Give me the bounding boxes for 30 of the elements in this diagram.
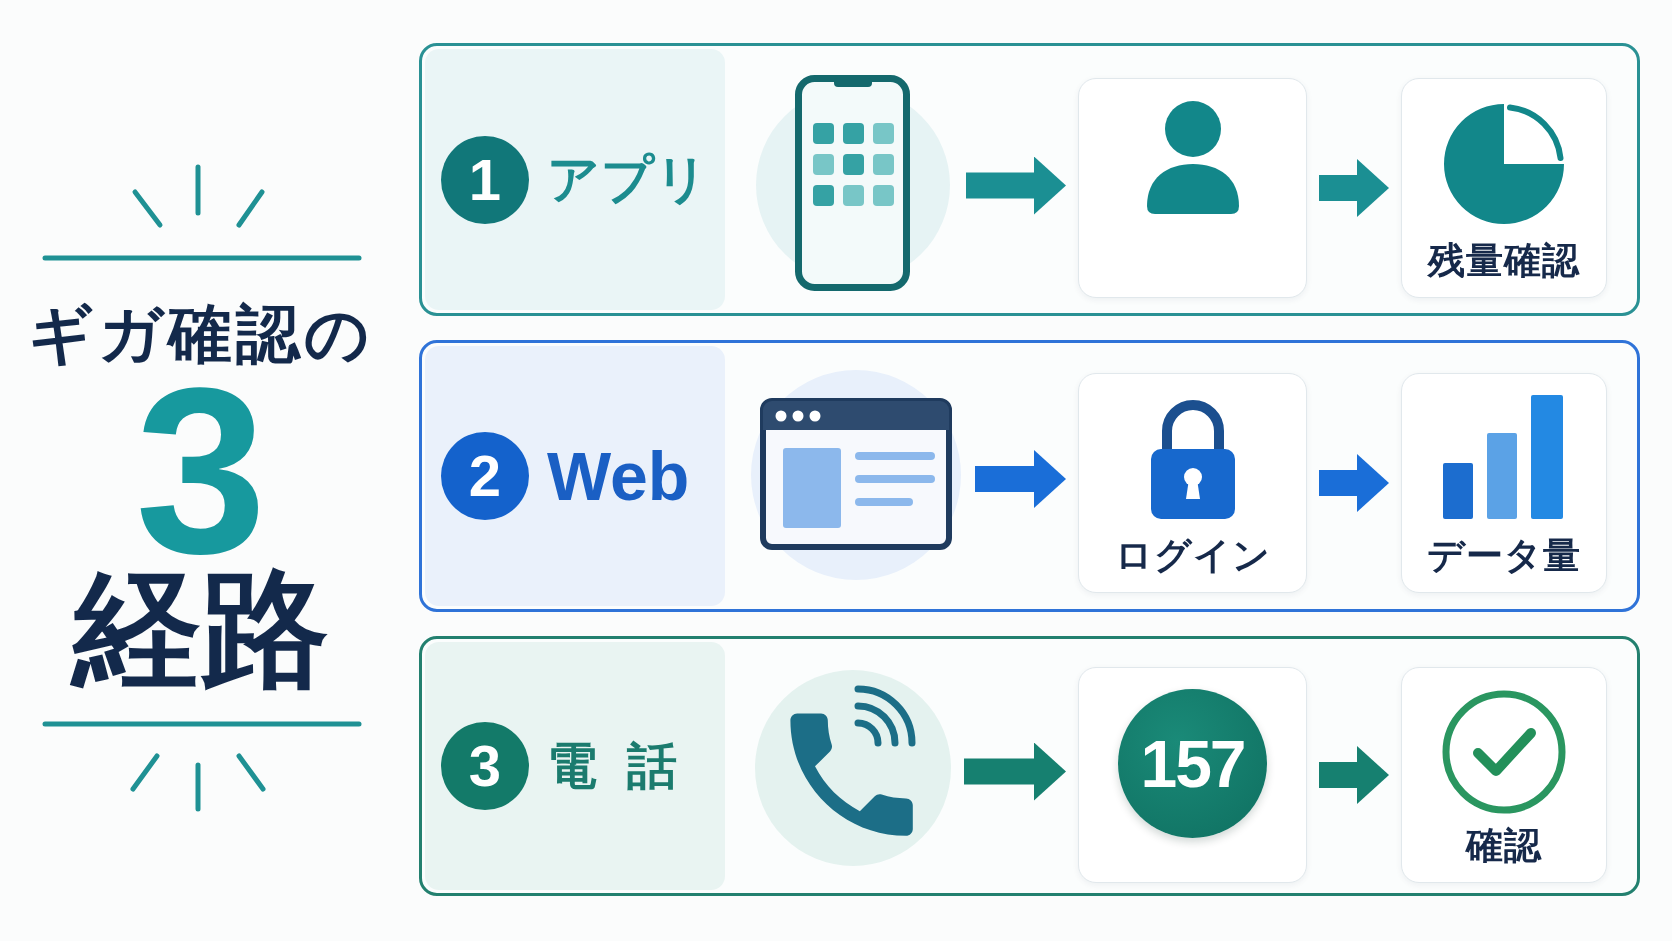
route-label: Web bbox=[547, 438, 690, 514]
route-panel bbox=[419, 636, 1640, 896]
arrow bbox=[1319, 746, 1389, 804]
step-card bbox=[1078, 667, 1307, 883]
route-number: 2 bbox=[441, 432, 529, 520]
phone-call-illustration bbox=[754, 669, 952, 867]
arrow bbox=[1319, 159, 1389, 217]
route-label: 電話 bbox=[547, 738, 707, 794]
route-number: 3 bbox=[441, 722, 529, 810]
step-card bbox=[1401, 667, 1607, 883]
step-label: データ量 bbox=[1427, 536, 1581, 577]
arrow bbox=[964, 742, 1066, 801]
step-label: ログイン bbox=[1114, 536, 1271, 577]
step-card bbox=[1401, 78, 1607, 298]
route-panel bbox=[419, 340, 1640, 612]
arrow bbox=[975, 450, 1066, 508]
step-label: 残量確認 bbox=[1428, 241, 1580, 282]
route-panel bbox=[419, 43, 1640, 316]
route-label: アプリ bbox=[547, 150, 709, 209]
phone-number: 157 bbox=[1118, 689, 1267, 838]
step-card bbox=[1078, 78, 1307, 298]
title-number: 3 bbox=[135, 370, 267, 571]
arrow bbox=[966, 156, 1066, 215]
step-card bbox=[1078, 373, 1307, 593]
title-text: ギガ確認の bbox=[28, 298, 374, 372]
step-label: 確認 bbox=[1466, 826, 1542, 867]
step-card bbox=[1401, 373, 1607, 593]
browser-window-illustration bbox=[749, 368, 963, 582]
route-number: 1 bbox=[441, 135, 529, 224]
arrow bbox=[1319, 454, 1389, 512]
